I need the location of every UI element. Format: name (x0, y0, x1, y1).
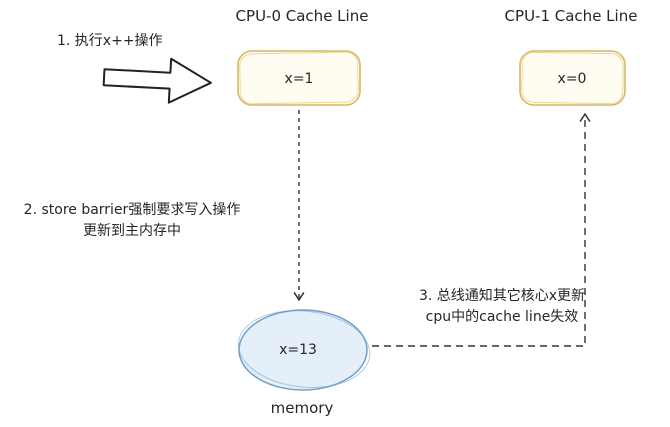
cpu0-cache-line-title: CPU-0 Cache Line (235, 7, 369, 25)
step3-line1: 3. 总线通知其它核心x更新 (418, 288, 586, 304)
cpu1-cache-line-title: CPU-1 Cache Line (504, 7, 638, 25)
block-arrow-icon (102, 57, 212, 104)
step3-label: 3. 总线通知其它核心x更新 cpu中的cache line失效 (362, 286, 642, 328)
cpu0-cache-box (237, 50, 361, 106)
memory-label: memory (270, 399, 334, 417)
step3-line2: cpu中的cache line失效 (425, 309, 579, 325)
memory-value: x=13 (279, 342, 317, 358)
cpu1-cache-box (519, 50, 626, 106)
step2-line1: 2. store barrier强制要求写入操作 (23, 202, 241, 218)
cpu1-cache-value: x=0 (557, 71, 587, 87)
step1-label: 1. 执行x++操作 (57, 33, 163, 49)
memory-ellipse (237, 309, 371, 391)
cpu0-cache-value: x=1 (284, 71, 314, 87)
step2-line2: 更新到主内存中 (83, 223, 181, 239)
step2-label: 2. store barrier强制要求写入操作 更新到主内存中 (6, 200, 258, 242)
